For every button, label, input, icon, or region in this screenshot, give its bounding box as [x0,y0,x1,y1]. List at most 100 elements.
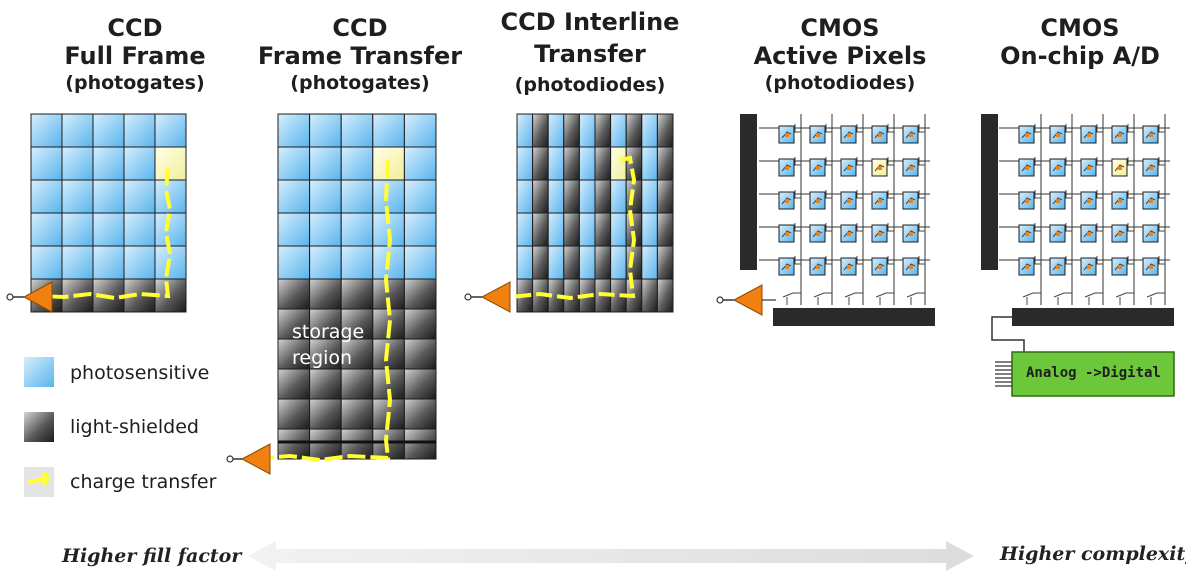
pixel-amplifier [816,199,820,203]
column-amplifier [1053,292,1072,305]
photosensitive-cell [309,113,342,148]
column-amplifier [1022,292,1041,305]
column-amplifier [813,292,832,305]
pixel-amplifier [847,199,851,203]
output-amplifier [716,284,776,316]
legend-light-shielded-swatch [24,412,54,442]
photosensitive-cell [309,146,342,181]
pixel-amplifier [785,133,789,137]
pixel-amplifier [1025,232,1029,236]
pixel-transistor [781,223,801,238]
title-line: On-chip A/D [1000,42,1160,70]
light-shielded-cell [563,179,580,214]
light-shielded-cell [340,368,374,400]
photosensitive-cell [403,146,437,181]
pixel-transistor [843,256,863,271]
photosensitive-cell [610,113,627,148]
photosensitive-cell [641,212,658,247]
pixel-transistor [1021,157,1041,172]
light-shielded-cell [532,212,549,247]
title-subline: (photodiodes) [514,74,666,96]
photosensitive-cell [547,113,565,148]
pixel-transistor [812,223,832,238]
light-shielded-cell [309,368,342,400]
pixel-amplifier [1087,199,1091,203]
light-shielded-cell [309,398,342,430]
photosensitive-cell [403,245,437,280]
light-shielded-cell [277,278,311,310]
pixel-transistor [1145,124,1165,139]
pixel-transistor [905,124,925,139]
pixel-transistor [812,124,832,139]
pixel-amplifier [1056,133,1060,137]
pixel-transistor [905,256,925,271]
photosensitive-cell [309,245,342,280]
column-amplifier [1115,292,1134,305]
pixel-amplifier [1056,265,1060,269]
photosensitive-cell [610,245,627,280]
pixel-amplifier [816,232,820,236]
legend-charge-transfer-swatch [24,467,54,497]
pixel-amplifier [1025,265,1029,269]
pixel-transistor [812,256,832,271]
charge-path [263,159,393,463]
pixel-amplifier [1118,199,1122,203]
pixel-amplifier [1025,133,1029,137]
photosensitive-cell [30,245,63,280]
photosensitive-cell [547,179,565,214]
light-shielded-cell [340,398,374,430]
photosensitive-cell [30,212,63,247]
light-shielded-cell [656,179,674,214]
pixel-transistor [1083,157,1103,172]
light-shielded-cell [532,179,549,214]
photosensitive-cell [340,146,374,181]
storage-line: region [292,347,353,369]
pixel-transistor [1114,223,1134,238]
title-line: Transfer [534,40,646,68]
pixel-transistor [1021,124,1041,139]
highlighted-pixel [610,146,627,181]
photosensitive-cell [154,113,187,148]
pixel-amplifier [1025,199,1029,203]
photosensitive-cell [340,212,374,247]
photosensitive-cell [30,146,63,181]
photosensitive-cell [516,113,534,148]
legend-photosensitive-label: photosensitive [70,362,210,384]
photosensitive-cell [610,179,627,214]
photosensitive-cell [61,245,94,280]
pixel-amplifier [847,232,851,236]
light-shielded-cell [340,338,374,370]
pixel-transistor [1114,124,1134,139]
photosensitive-cell [61,212,94,247]
charge-path [39,167,173,301]
pixel-transistor [843,190,863,205]
pixel-amplifier [816,166,820,170]
pixel-amplifier [1118,133,1122,137]
light-shielded-cell [277,368,311,400]
column-amplifier [875,292,894,305]
pixel-transistor [1083,124,1103,139]
photosensitive-cell [578,245,596,280]
photosensitive-cell [641,179,658,214]
pixel-transistor [843,124,863,139]
pixel-amplifier [1087,133,1091,137]
photosensitive-cell [123,113,156,148]
photosensitive-cell [61,146,94,181]
photosensitive-cell [309,179,342,214]
pixel-amplifier [1118,166,1122,170]
pixel-transistor [781,124,801,139]
title-subline: (photogates) [65,72,205,94]
photosensitive-cell [516,179,534,214]
pixel-transistor [1114,256,1134,271]
adc-label: Analog ->Digital [1026,365,1161,381]
pixel-transistor [1145,190,1165,205]
photosensitive-cell [578,113,596,148]
pixel-amplifier [1149,166,1153,170]
storage-line: storage [292,321,365,343]
photosensitive-cell [547,212,565,247]
pixel-transistor [1083,256,1103,271]
photosensitive-cell [123,146,156,181]
light-shielded-cell [532,245,549,280]
pixel-transistor [843,223,863,238]
